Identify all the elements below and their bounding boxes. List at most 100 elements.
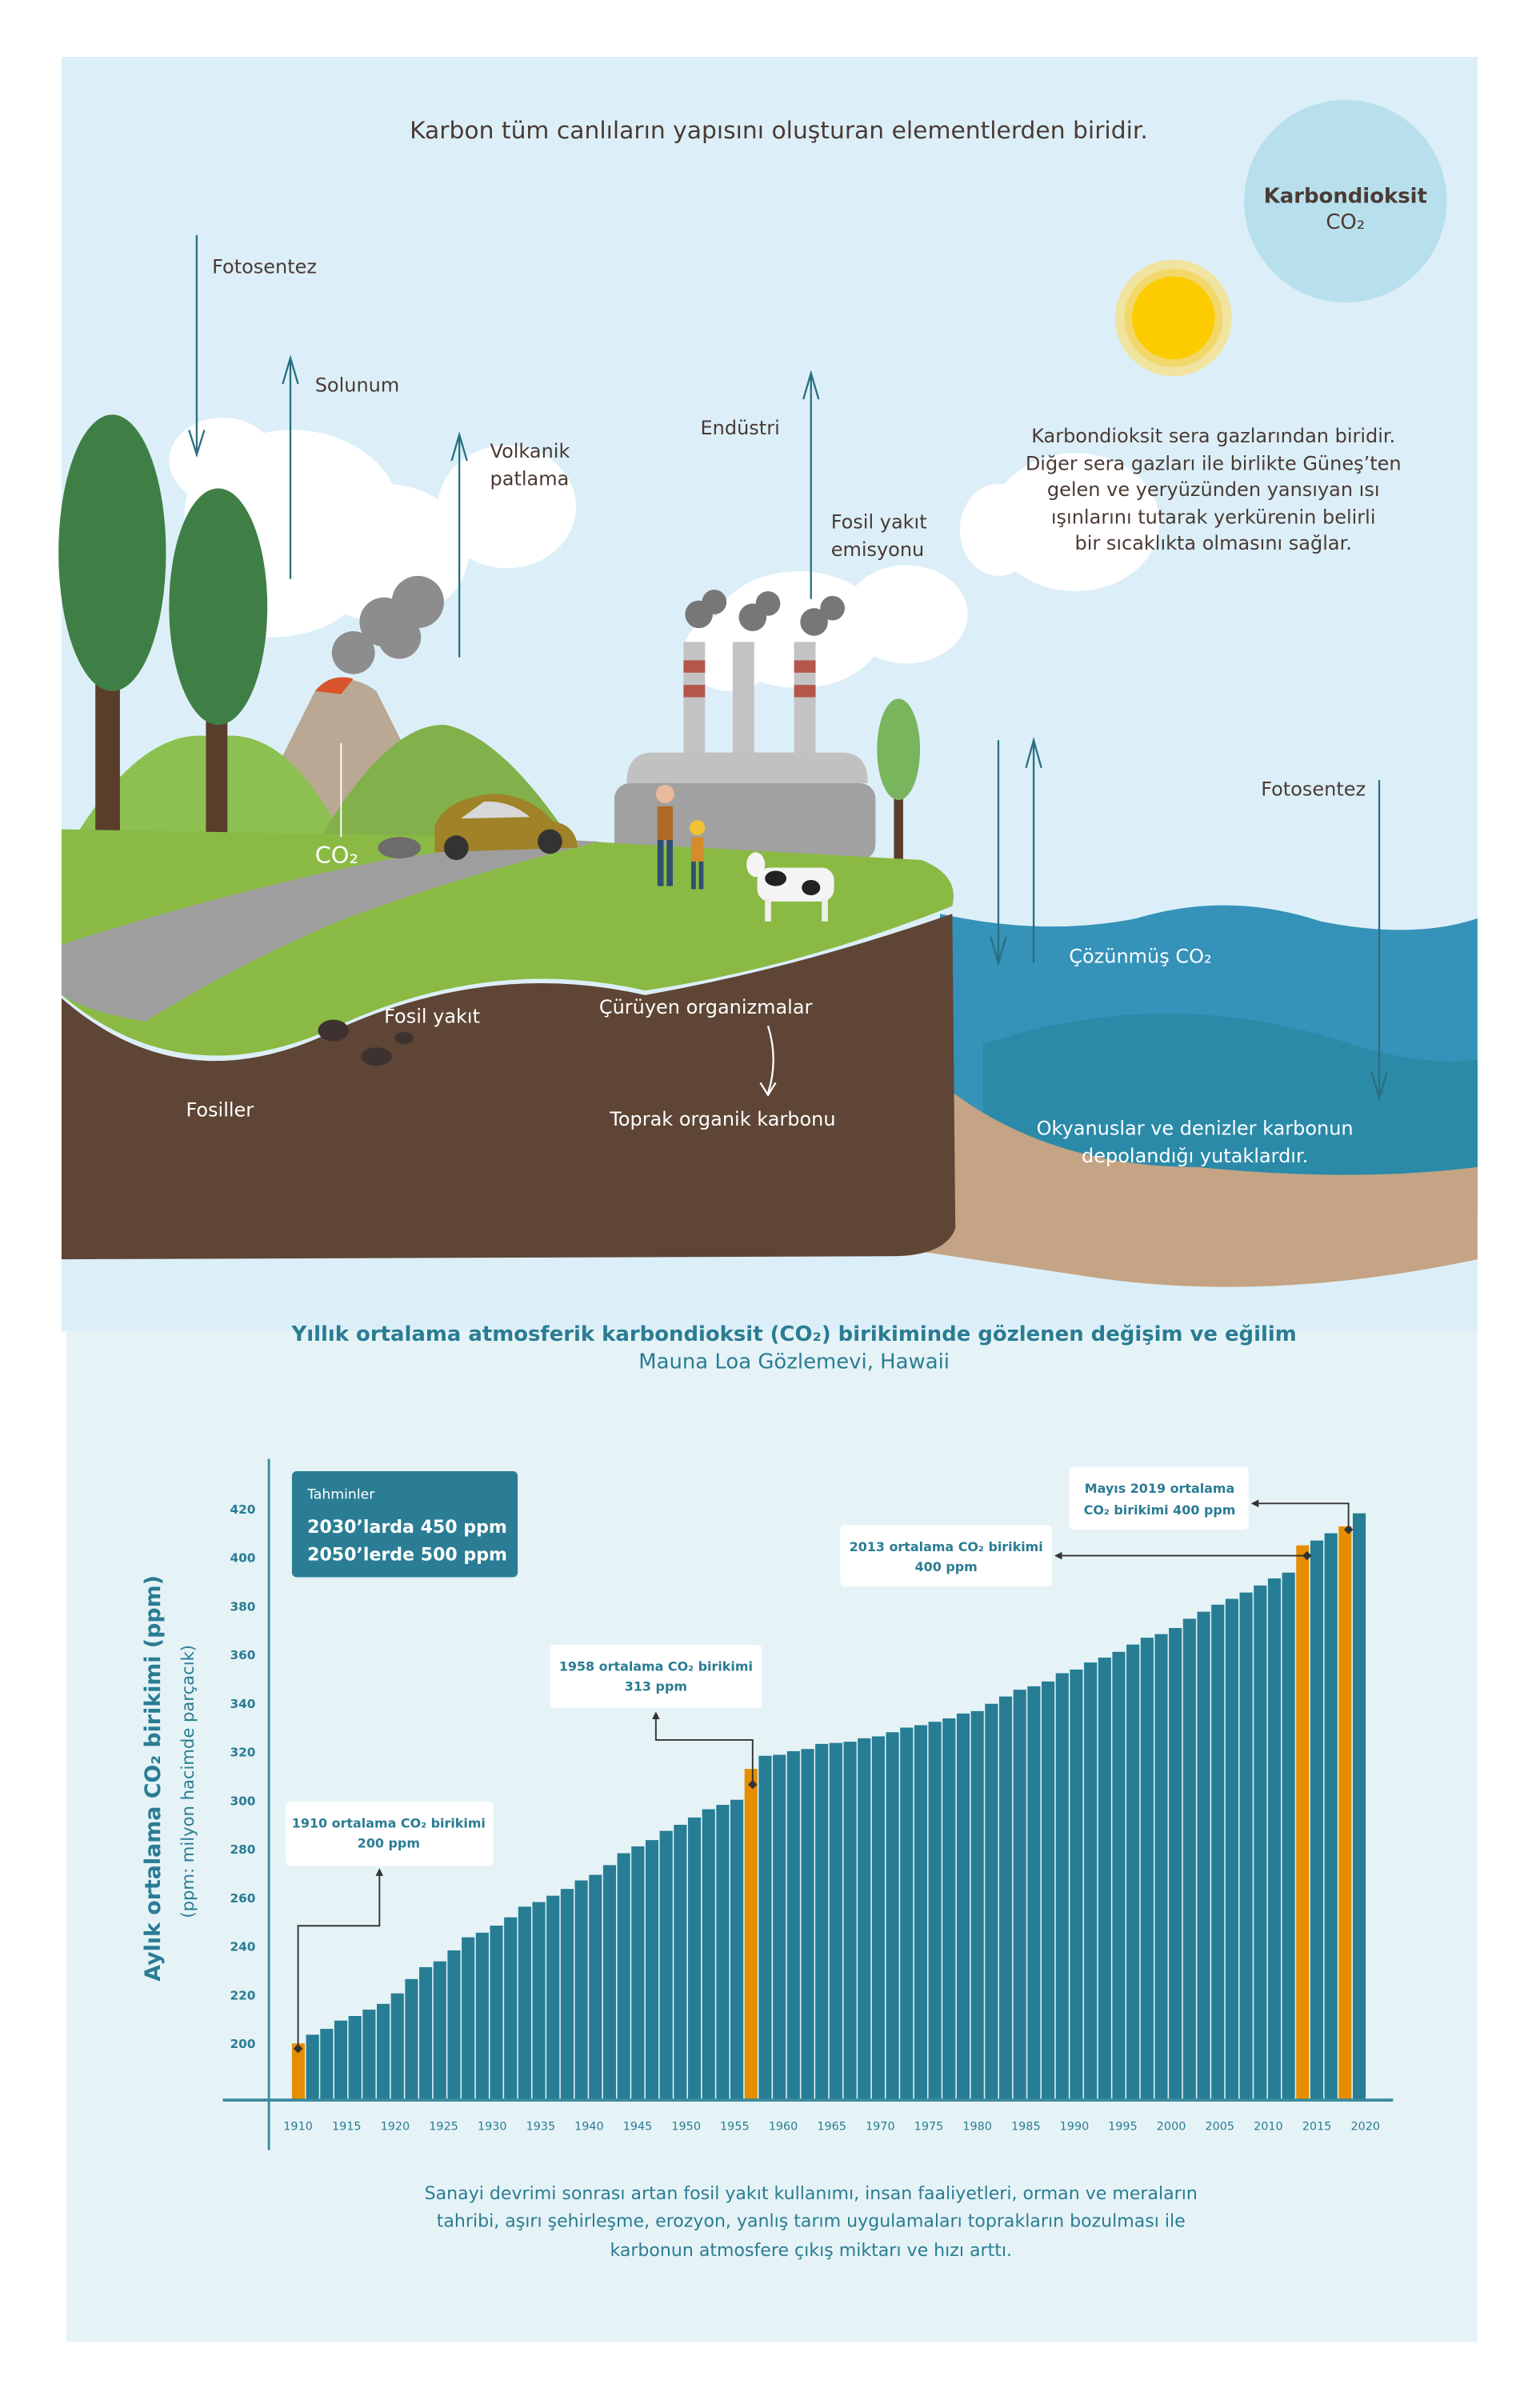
bar	[928, 1722, 942, 2100]
tree-icon	[169, 488, 268, 860]
annotation-text: 1910 ortalama CO₂ birikimi	[292, 1815, 486, 1830]
bar	[702, 1809, 715, 2100]
cycle-arrows	[188, 234, 1388, 1102]
y-tick-label: 400	[230, 1551, 255, 1566]
label-respiration: Solunum	[315, 374, 400, 397]
footer-line: Sanayi devrimi sonrası artan fosil yakıt…	[425, 2184, 1198, 2204]
sand	[921, 1082, 1478, 1287]
annotation-text: 313 ppm	[625, 1679, 687, 1694]
annotation-arrow	[1250, 1499, 1350, 1530]
x-tick-label: 1960	[769, 2121, 798, 2134]
x-tick-label: 1955	[720, 2121, 750, 2134]
y-tick-label: 320	[230, 1746, 255, 1760]
x-tick-label: 1945	[623, 2121, 653, 2134]
car-icon	[378, 794, 578, 860]
annotation-2013: 2013 ortalama CO₂ birikimi 400 ppm	[840, 1525, 1312, 1586]
bar	[815, 1743, 829, 2100]
x-tick-label: 1930	[478, 2121, 507, 2134]
bar	[617, 1853, 630, 2100]
bar	[829, 1742, 842, 2100]
bar	[1042, 1681, 1055, 2100]
label-soil-organic-carbon: Toprak organik karbonu	[609, 1108, 835, 1130]
lava	[314, 677, 354, 694]
bar	[390, 1993, 404, 2100]
label-industry: Endüstri	[701, 417, 780, 439]
bar	[1013, 1690, 1026, 2100]
label-fossil-fuel: Fosil yakıt	[384, 1005, 480, 1027]
bar	[1084, 1662, 1098, 2100]
bar	[659, 1830, 673, 2100]
bar	[362, 2010, 376, 2100]
annotation-text: CO₂ birikimi 400 ppm	[1084, 1502, 1236, 1518]
bar	[801, 1749, 814, 2100]
bar	[1254, 1585, 1267, 2100]
x-tick-label: 1975	[914, 2121, 944, 2134]
bar	[433, 1961, 446, 2100]
bar	[1324, 1533, 1338, 2100]
x-tick-label: 2015	[1302, 2121, 1332, 2134]
people	[655, 784, 706, 890]
x-tick-label: 1925	[429, 2121, 458, 2134]
bar	[1140, 1638, 1154, 2100]
co2-bubble-title: Karbondioksit	[1264, 184, 1427, 208]
bar	[871, 1736, 885, 2100]
label-volcanic-1: Volkanik	[490, 440, 570, 462]
tree-icon	[877, 698, 921, 860]
bar	[942, 1718, 956, 2100]
chart-subtitle: Mauna Loa Gözlemevi, Hawaii	[638, 1350, 950, 1374]
bar	[419, 1966, 433, 2100]
bar	[1239, 1592, 1253, 2100]
bar	[1211, 1604, 1225, 2100]
bar	[687, 1817, 702, 2100]
label-dissolved-co2: Çözünmüş CO₂	[1069, 946, 1211, 968]
diamond-marker	[1343, 1525, 1354, 1534]
x-tick-label: 1985	[1011, 2121, 1041, 2134]
y-axis-subtitle: (ppm: milyon hacimde parçacık)	[178, 1645, 198, 1918]
bar	[998, 1696, 1013, 2100]
bar	[532, 1902, 546, 2100]
highlighted-bar	[1296, 1545, 1310, 2100]
chart-title: Yıllık ortalama atmosferik karbondioksit…	[291, 1322, 1297, 1346]
bar	[518, 1906, 531, 2100]
bar	[1352, 1513, 1366, 2100]
smoke-icon	[331, 575, 444, 674]
highlighted-bar	[291, 2043, 306, 2100]
x-tick-label: 1910	[283, 2121, 313, 2134]
forecast-2050: 2050’lerde 500 ppm	[307, 1545, 507, 1565]
x-tick-label: 1980	[962, 2121, 992, 2134]
annotation-arrow	[297, 1868, 384, 2050]
bar	[786, 1750, 800, 2100]
bar	[602, 1865, 617, 2100]
co2-bubble-formula: CO₂	[1326, 210, 1365, 234]
y-tick-label: 200	[230, 2037, 255, 2051]
highlighted-bar	[744, 1769, 758, 2100]
bar	[985, 1703, 998, 2100]
paragraph-line: Diğer sera gazları ile birlikte Güneş’te…	[1026, 452, 1402, 474]
annotation-1958: 1958 ortalama CO₂ birikimi 313 ppm	[550, 1644, 762, 1790]
tree-icon	[58, 414, 166, 860]
highlighted-bar	[1338, 1526, 1352, 2100]
bar	[1070, 1669, 1083, 2100]
label-photosynthesis-land: Fotosentez	[212, 256, 317, 278]
bar	[405, 1978, 418, 2100]
bar	[843, 1742, 857, 2100]
x-tick-label: 1935	[526, 2121, 556, 2134]
footer-line: karbonun atmosfere çıkış miktarı ve hızı…	[610, 2241, 1012, 2261]
x-tick-label: 1995	[1108, 2121, 1138, 2134]
soil	[61, 914, 956, 1260]
bar	[447, 1950, 461, 2100]
greenhouse-paragraph: Karbondioksit sera gazlarından biridir. …	[1026, 425, 1402, 554]
x-tick-label: 1940	[574, 2121, 604, 2134]
footer-line: tahribi, aşırı şehirleşme, erozyon, yanl…	[437, 2211, 1186, 2231]
bar	[914, 1725, 928, 2100]
bar	[1112, 1651, 1126, 2100]
factory	[614, 590, 876, 860]
curved-arrow-icon	[759, 1025, 777, 1097]
y-tick-label: 240	[230, 1940, 255, 1954]
y-tick-label: 220	[230, 1988, 255, 2002]
chart-footer: Sanayi devrimi sonrası artan fosil yakıt…	[425, 2184, 1198, 2261]
paragraph-line: ışınlarını tutarak yerkürenin belirli	[1051, 506, 1376, 529]
paragraph-line: gelen ve yeryüzünden yansıyan ısı	[1047, 478, 1380, 501]
bar	[1267, 1578, 1282, 2100]
